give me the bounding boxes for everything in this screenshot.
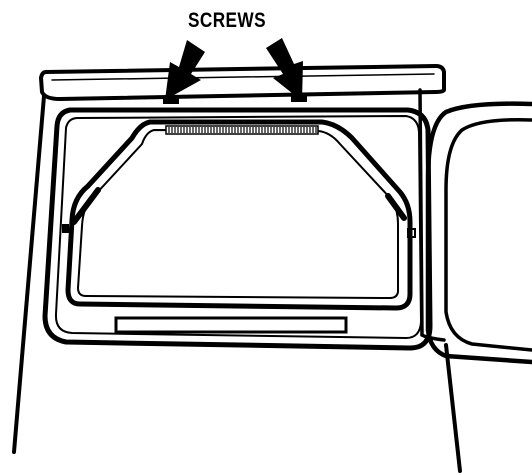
left-screw-arrow [165,40,205,100]
right-latch-mark [407,228,416,238]
screw-heads [163,96,307,104]
lint-screen-grille [165,125,319,135]
cabinet-sides [12,88,462,473]
door-frame [42,107,433,351]
door-opening [65,119,413,311]
top-panel [39,64,446,101]
left-screw [163,98,179,104]
open-door-panel [425,101,532,365]
right-screw [291,96,307,102]
right-screw-arrow [266,38,303,101]
bottom-slot [114,316,348,334]
left-hinge-mark [62,224,69,233]
screws-label: SCREWS [188,10,266,33]
